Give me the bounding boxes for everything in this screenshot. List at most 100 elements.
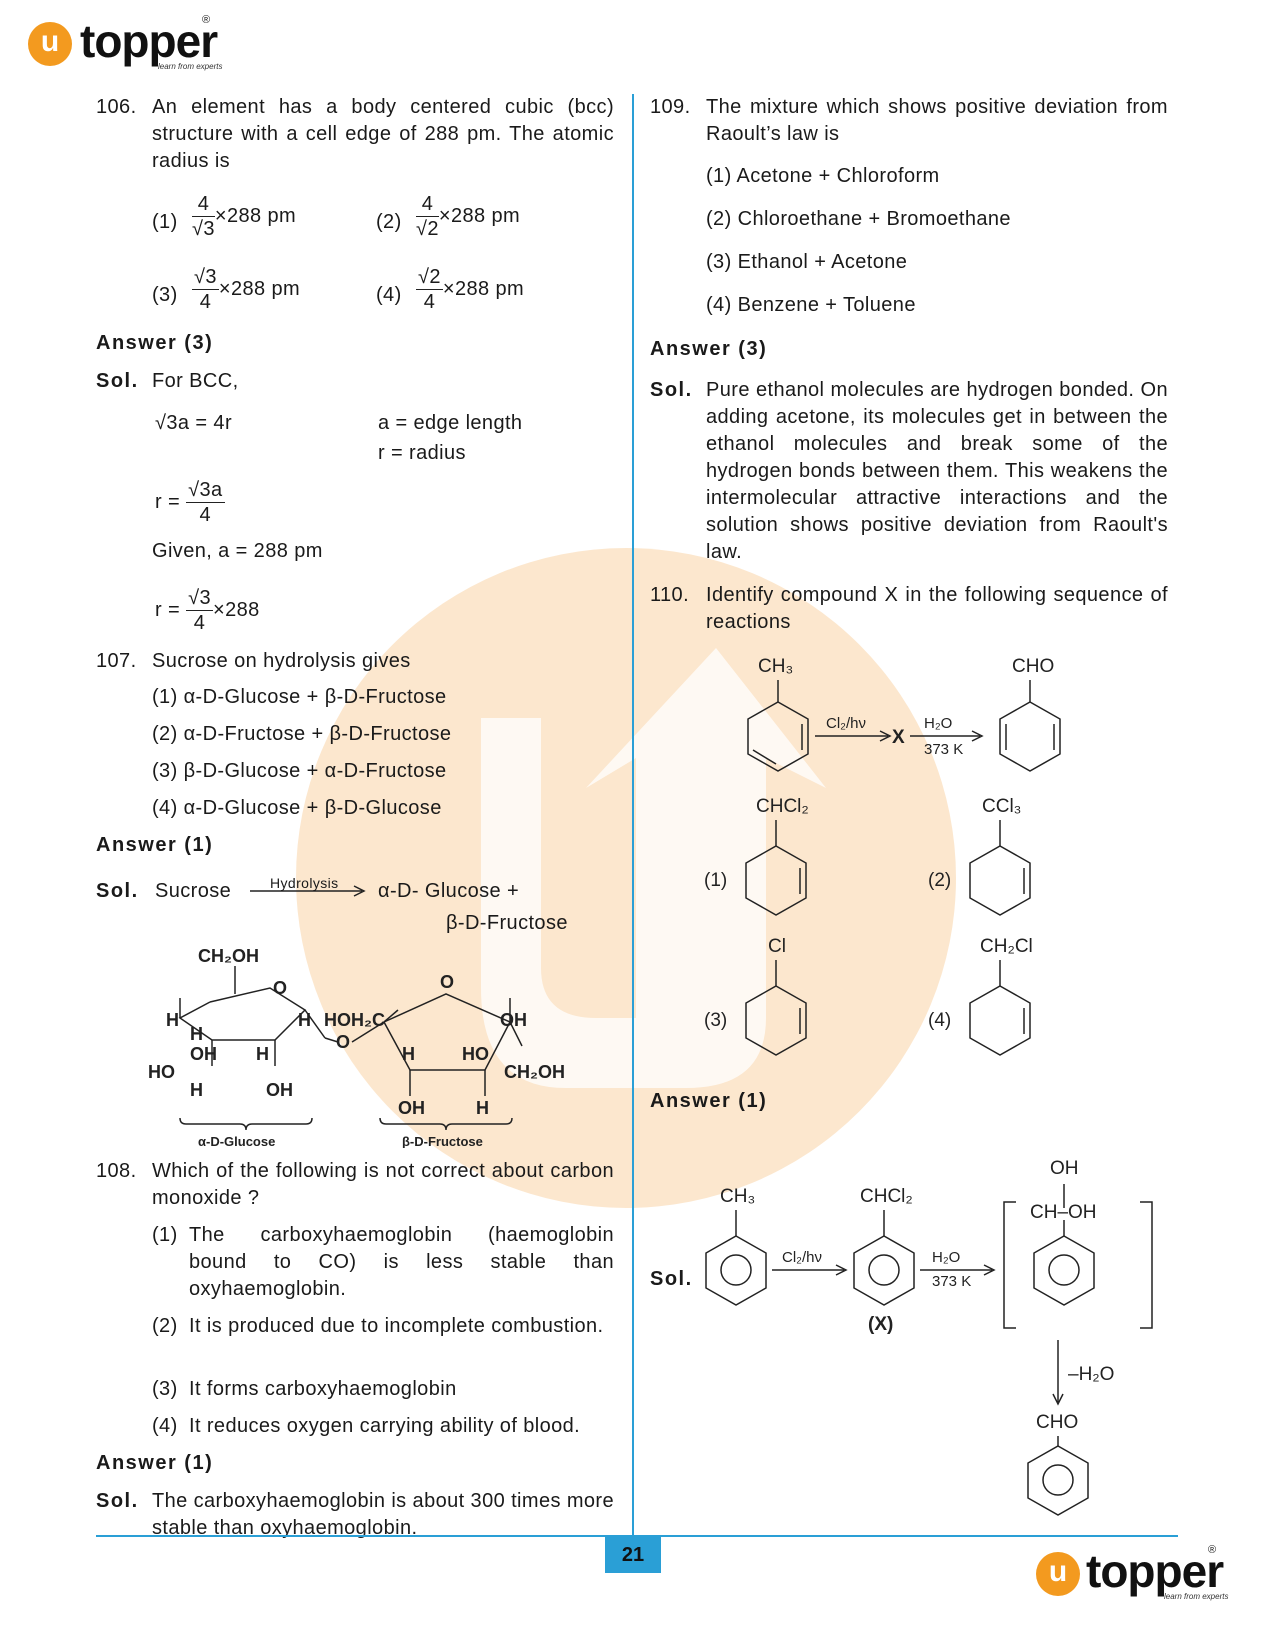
sucrose-structure: CH₂OH O H H OH H HO H OH H O HOH₂C O OH …	[148, 946, 565, 1148]
group-label: CHCl₂	[756, 796, 809, 817]
solution-label: Sol.	[96, 880, 139, 902]
option-label: (4)	[152, 1415, 178, 1437]
answer-label: Answer (1)	[96, 1452, 214, 1474]
group-label: H	[298, 1010, 311, 1030]
reagent-label: Cl₂/hν	[826, 715, 866, 732]
solution-label: Sol.	[96, 1490, 139, 1512]
footer-logo-text: topper	[1086, 1545, 1224, 1597]
question-text: The mixture which shows positive deviati…	[706, 96, 1168, 145]
page-number: 21	[605, 1537, 661, 1573]
question-number: 106.	[96, 96, 137, 118]
group-label: O	[273, 978, 287, 998]
option-label: (3)	[152, 284, 178, 306]
q110-reaction-scheme: CH₃ CHO Cl₂/hν X H₂O 373 K CHCl₂ CCl₃ Cl…	[704, 656, 1061, 1056]
group-label: H	[402, 1044, 415, 1064]
reaction-arrow-icon	[250, 885, 366, 897]
definition: a = edge length	[378, 412, 523, 434]
group-label: H	[256, 1044, 269, 1064]
watermark-logo-icon	[481, 648, 826, 1088]
footer-rule	[96, 1535, 1178, 1537]
option: (4) Benzene + Toluene	[706, 294, 916, 316]
question-text: Which of the following is not correct ab…	[152, 1160, 614, 1209]
group-label: H	[476, 1098, 489, 1118]
option-label: (2)	[376, 211, 402, 233]
group-label: CH₃	[758, 656, 793, 677]
product: α-D- Glucose +	[378, 880, 520, 902]
option: (3) β-D-Glucose + α-D-Fructose	[152, 760, 447, 782]
question-number: 108.	[96, 1160, 137, 1182]
solution-text: For BCC,	[152, 370, 239, 392]
reagent-label: H₂O	[932, 1249, 960, 1266]
product: β-D-Fructose	[446, 912, 568, 934]
group-label: HOH₂C	[324, 1010, 385, 1030]
solution-text: Given, a = 288 pm	[152, 540, 323, 562]
group-label: CH₂OH	[198, 946, 259, 966]
logo-registered: ®	[202, 14, 211, 26]
reagent-label: –H₂O	[1068, 1364, 1114, 1385]
group-label: H	[190, 1024, 203, 1044]
option-label: (1)	[704, 870, 727, 891]
option: (1) α-D-Glucose + β-D-Fructose	[152, 686, 447, 708]
solution-text: The carboxyhaemoglobin is about 300 time…	[152, 1490, 614, 1539]
group-label: CH–OH	[1030, 1202, 1097, 1223]
group-label: OH	[190, 1044, 217, 1064]
group-label: OH	[266, 1080, 293, 1100]
fructose-label: β-D-Fructose	[402, 1134, 483, 1148]
answer-label: Answer (3)	[650, 338, 768, 360]
group-label: O	[336, 1032, 350, 1052]
option: It is produced due to incomplete combust…	[189, 1315, 604, 1337]
group-label: HO	[462, 1044, 489, 1064]
group-label: OH	[398, 1098, 425, 1118]
footer-logo-registered: ®	[1208, 1544, 1217, 1556]
equation: √3a = 4r	[155, 412, 232, 434]
reagent-label: H₂O	[924, 715, 952, 732]
option-label: (2)	[152, 1315, 178, 1337]
logo-tagline: learn from experts	[158, 62, 223, 71]
solution-text: Pure ethanol molecules are hydrogen bond…	[706, 379, 1168, 563]
definition: r = radius	[378, 442, 466, 464]
option: (1) Acetone + Chloroform	[706, 165, 940, 187]
option-label: (2)	[928, 870, 951, 891]
option: It forms carboxyhaemoglobin	[189, 1378, 457, 1400]
option: (2) Chloroethane + Bromoethane	[706, 208, 1011, 230]
question-number: 110.	[650, 584, 690, 606]
arrow-label: Hydrolysis	[270, 875, 339, 891]
group-label: CHCl₂	[860, 1186, 913, 1207]
option-label: (4)	[928, 1010, 951, 1031]
column-divider	[632, 94, 634, 1560]
condition-label: 373 K	[924, 741, 963, 758]
reactant: Sucrose	[155, 880, 232, 902]
watermark-circle	[296, 548, 956, 1208]
logo-icon: u	[28, 22, 72, 66]
group-label: OH	[500, 1010, 527, 1030]
question-text: Identify compound X in the following seq…	[706, 584, 1168, 633]
option-1-value: 4√3×288 pm	[192, 193, 297, 240]
group-label: H	[166, 1010, 179, 1030]
group-label: Cl	[768, 936, 786, 957]
option-label: (4)	[376, 284, 402, 306]
group-label: CH₃	[720, 1186, 755, 1207]
group-label: OH	[1050, 1158, 1079, 1179]
group-label: CHO	[1012, 656, 1054, 677]
option: The carboxyhaemoglobin (haemoglobin boun…	[189, 1224, 614, 1300]
question-text: Sucrose on hydrolysis gives	[152, 650, 411, 672]
answer-label: Answer (3)	[96, 332, 214, 354]
condition-label: 373 K	[932, 1273, 971, 1290]
reagent-label: Cl₂/hν	[782, 1249, 822, 1266]
group-label: H	[190, 1080, 203, 1100]
option: It reduces oxygen carrying ability of bl…	[189, 1415, 581, 1437]
q110-solution-scheme: CH₃ CHCl₂ (X) Cl₂/hν H₂O 373 K OH CH–OH …	[705, 1158, 1153, 1516]
option-label: (1)	[152, 1224, 178, 1246]
footer-logo-tagline: learn from experts	[1164, 1592, 1229, 1601]
solution-label: Sol.	[650, 1268, 693, 1290]
question-number: 109.	[650, 96, 691, 118]
option-label: (1)	[152, 211, 178, 233]
compound-x: (X)	[868, 1314, 893, 1335]
answer-label: Answer (1)	[650, 1090, 768, 1112]
option: (3) Ethanol + Acetone	[706, 251, 908, 273]
footer-logo-icon: u	[1036, 1552, 1080, 1596]
